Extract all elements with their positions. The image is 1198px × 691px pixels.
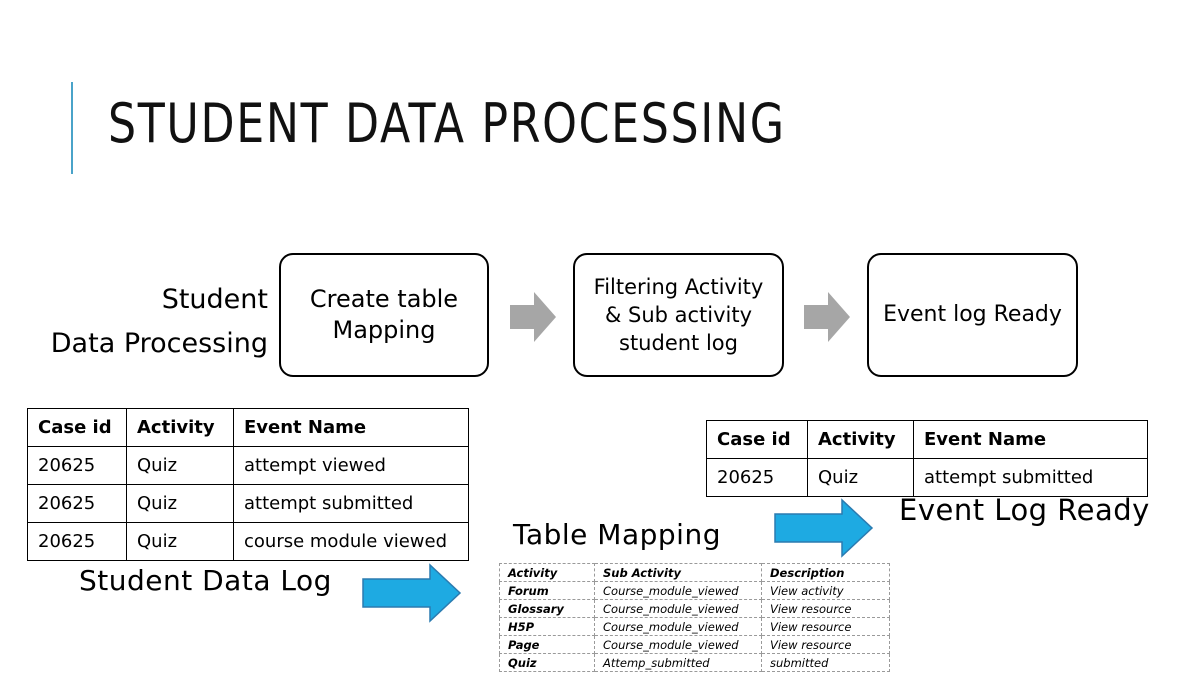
cell: course module viewed <box>233 522 469 561</box>
cell: 20625 <box>706 458 808 497</box>
cell: Course_module_viewed <box>594 581 762 600</box>
cell: Course_module_viewed <box>594 599 762 618</box>
cell: submitted <box>761 653 890 672</box>
cell: attempt submitted <box>233 484 469 523</box>
flow-arrow-2 <box>804 292 850 342</box>
caption-student-data-log: Student Data Log <box>79 564 332 597</box>
step-2-line-1: Filtering Activity <box>593 275 764 299</box>
caption-event-log-ready: Event Log Ready <box>899 493 1150 527</box>
table-row: Quiz Attemp_submitted submitted <box>499 653 890 672</box>
step-event-log-ready: Event log Ready <box>867 253 1078 377</box>
col-event-name: Event Name <box>233 408 469 447</box>
cell: H5P <box>499 617 595 636</box>
cell: 20625 <box>27 484 127 523</box>
col-case-id: Case id <box>27 408 127 447</box>
cell: Glossary <box>499 599 595 618</box>
cell: Quiz <box>126 522 234 561</box>
table-row: 20625 Quiz attempt submitted <box>27 484 469 523</box>
step-filtering-activity: Filtering Activity & Sub activity studen… <box>573 253 784 377</box>
caption-table-mapping: Table Mapping <box>513 518 721 551</box>
cell: View resource <box>761 635 890 654</box>
cell: View resource <box>761 617 890 636</box>
cell: Course_module_viewed <box>594 617 762 636</box>
cell: attempt viewed <box>233 446 469 485</box>
col-case-id: Case id <box>706 420 808 459</box>
col-activity: Activity <box>126 408 234 447</box>
cell: View resource <box>761 599 890 618</box>
table-row: H5P Course_module_viewed View resource <box>499 617 890 636</box>
table-row: Glossary Course_module_viewed View resou… <box>499 599 890 618</box>
student-data-log-table: Case id Activity Event Name 20625 Quiz a… <box>27 408 469 561</box>
step-2-line-2: & Sub activity <box>604 303 753 327</box>
cell: 20625 <box>27 446 127 485</box>
cell: Quiz <box>807 458 914 497</box>
table-row: 20625 Quiz attempt viewed <box>27 446 469 485</box>
flow-label-line-2: Data Processing <box>50 328 268 359</box>
cell: Course_module_viewed <box>594 635 762 654</box>
cell: Quiz <box>126 484 234 523</box>
step-3-text: Event log Ready <box>883 302 1062 327</box>
blue-arrow-to-event-log <box>774 498 874 558</box>
table-header-row: Activity Sub Activity Description <box>499 563 890 582</box>
table-mapping-container: Activity Sub Activity Description Forum … <box>499 563 891 691</box>
step-2-line-3: student log <box>619 331 738 355</box>
slide-title: STUDENT DATA PROCESSING <box>108 92 786 155</box>
col-activity: Activity <box>807 420 914 459</box>
table-row: 20625 Quiz attempt submitted <box>706 458 1148 497</box>
table-row: Forum Course_module_viewed View activity <box>499 581 890 600</box>
col-activity: Activity <box>499 563 595 582</box>
flow-label: Student Data Processing <box>30 278 268 366</box>
table-header-row: Case id Activity Event Name <box>27 408 469 447</box>
cell: 20625 <box>27 522 127 561</box>
blue-arrow-to-mapping <box>362 563 462 623</box>
cell: Forum <box>499 581 595 600</box>
cell: Quiz <box>499 653 595 672</box>
cell: Quiz <box>126 446 234 485</box>
step-1-line-2: Mapping <box>332 316 436 344</box>
event-log-table: Case id Activity Event Name 20625 Quiz a… <box>706 420 1148 497</box>
step-create-table-mapping: Create table Mapping <box>279 253 489 377</box>
col-event-name: Event Name <box>913 420 1148 459</box>
table-row: Page Course_module_viewed View resource <box>499 635 890 654</box>
cell: View activity <box>761 581 890 600</box>
cell: attempt submitted <box>913 458 1148 497</box>
cell: Page <box>499 635 595 654</box>
flow-label-line-1: Student <box>161 284 268 315</box>
col-description: Description <box>761 563 890 582</box>
table-row: 20625 Quiz course module viewed <box>27 522 469 561</box>
step-1-text: Create table Mapping <box>310 284 458 346</box>
col-sub-activity: Sub Activity <box>594 563 762 582</box>
table-header-row: Case id Activity Event Name <box>706 420 1148 459</box>
step-2-text: Filtering Activity & Sub activity studen… <box>594 273 764 357</box>
title-accent-bar <box>71 82 73 174</box>
cell: Attemp_submitted <box>594 653 762 672</box>
flow-arrow-1 <box>510 292 556 342</box>
step-1-line-1: Create table <box>309 285 459 313</box>
activity-mapping-table: Activity Sub Activity Description Forum … <box>499 563 890 672</box>
